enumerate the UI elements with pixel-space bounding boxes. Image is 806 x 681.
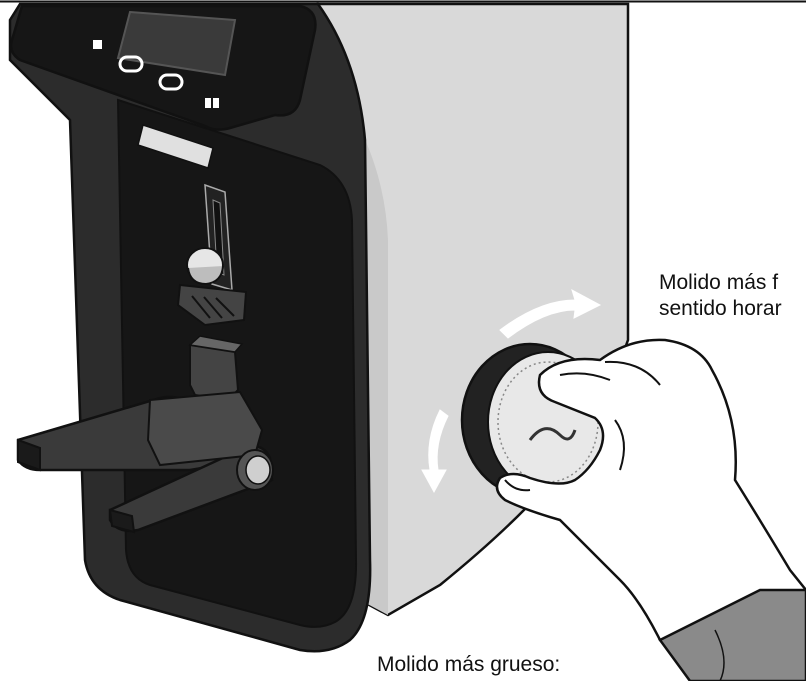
hand-icon: [495, 338, 806, 681]
sleeve: [658, 588, 806, 681]
front-cavity: [116, 98, 358, 628]
counterclockwise-arrow-icon: [421, 409, 449, 494]
panel-button-small: [93, 40, 102, 49]
clockwise-arrow-icon: [499, 288, 602, 339]
holder-arm-right-front: [108, 508, 136, 534]
panel-button-pair: [205, 98, 211, 108]
side-panel-shade: [350, 110, 388, 615]
holder-arm-left-front: [17, 438, 41, 472]
slider-knob-side: [187, 265, 224, 286]
panel-button-oval-1: [118, 55, 144, 73]
display-screen: [116, 10, 237, 77]
panel-button-oval-2: [158, 73, 184, 91]
outlet-block: [189, 343, 240, 402]
light-strip: [137, 124, 214, 169]
fine-grind-label-line1: Molido más f: [659, 271, 779, 294]
fine-grind-label-line2: sentido horar: [659, 297, 782, 320]
coarse-grind-label: Molido más grueso:: [377, 653, 561, 676]
fine-grind-label: Molido más f sentido horar: [659, 270, 782, 322]
control-panel: [9, 4, 317, 131]
panel-button-pair-2: [213, 98, 219, 108]
